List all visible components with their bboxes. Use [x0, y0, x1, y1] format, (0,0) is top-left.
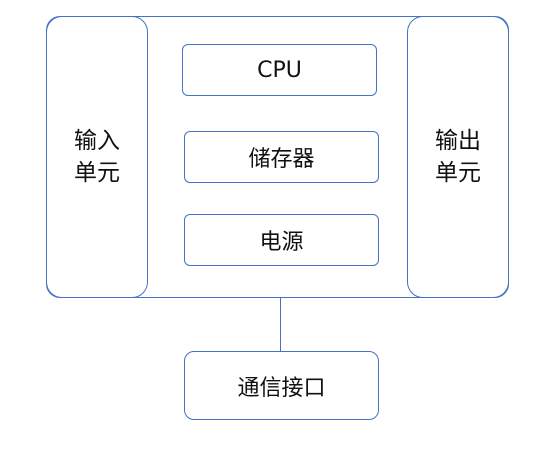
comm-interface-box: 通信接口 — [184, 351, 379, 420]
output-unit-line-1: 输出 — [435, 128, 481, 154]
comm-interface-label: 通信接口 — [237, 375, 326, 401]
connector-line — [280, 298, 282, 352]
output-unit-label: 输出 单元 — [435, 125, 481, 189]
output-unit-line-2: 单元 — [435, 160, 481, 186]
input-unit-line-2: 单元 — [74, 160, 120, 186]
input-unit-box: 输入 单元 — [46, 16, 148, 298]
input-unit-line-1: 输入 — [74, 128, 120, 154]
input-unit-label: 输入 单元 — [74, 125, 120, 189]
power-label: 电源 — [259, 230, 304, 255]
storage-label: 储存器 — [248, 147, 315, 172]
cpu-label: CPU — [257, 57, 302, 83]
output-unit-box: 输出 单元 — [407, 16, 509, 298]
storage-box: 储存器 — [184, 131, 379, 183]
power-box: 电源 — [184, 214, 379, 266]
cpu-box: CPU — [182, 44, 377, 96]
